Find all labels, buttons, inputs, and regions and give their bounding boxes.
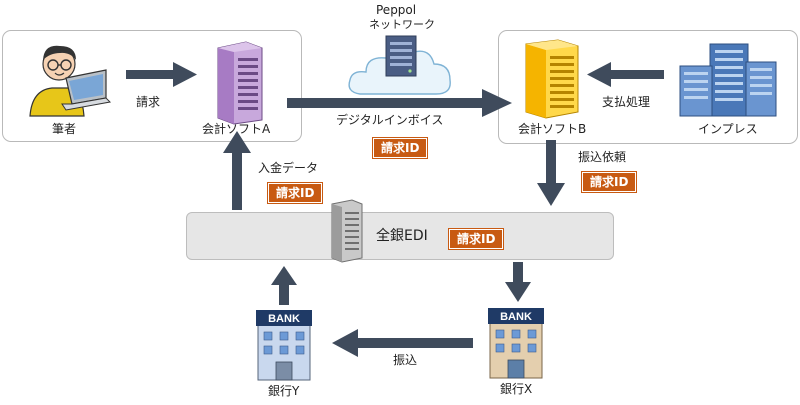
invoice-id-tag-edi: 請求ID xyxy=(447,228,505,250)
bank-y-sign: BANK xyxy=(268,313,300,325)
invoice-flow-label: 請求 xyxy=(136,95,161,109)
peppol-label: Peppol xyxy=(376,3,417,17)
digital-invoice-label: デジタルインボイス xyxy=(336,113,444,127)
bank-x-label: 銀行X xyxy=(500,382,533,396)
server-a-icon xyxy=(217,41,263,125)
bank-y-label: 銀行Y xyxy=(268,384,300,398)
soft-a-label: 会計ソフトA xyxy=(202,122,271,136)
invoice-id-tag-left: 請求ID xyxy=(266,182,324,204)
person-at-laptop-icon xyxy=(29,45,112,117)
invoice-id-tag-center: 請求ID xyxy=(371,137,429,159)
network-label: ネットワーク xyxy=(369,18,435,31)
edi-server-icon xyxy=(331,199,363,263)
arrow-digital-invoice xyxy=(287,89,512,117)
arrow-transfer xyxy=(332,329,473,357)
network-server-icon xyxy=(385,35,417,77)
invoice-id-tag-right: 請求ID xyxy=(580,171,638,193)
server-b-icon xyxy=(525,39,579,119)
impress-label: インプレス xyxy=(698,122,758,136)
arrow-bank-y-to-edi xyxy=(271,266,297,305)
arrow-invoice xyxy=(126,62,197,87)
bank-x-building-icon: BANK xyxy=(488,308,544,379)
bank-x-sign: BANK xyxy=(500,311,532,323)
transfer-label: 振込 xyxy=(393,353,418,367)
payment-process-label: 支払処理 xyxy=(602,95,651,109)
zengin-edi-label: 全銀EDI xyxy=(376,228,428,244)
zengin-edi-bar xyxy=(186,212,614,260)
writer-label: 筆者 xyxy=(52,122,77,136)
soft-b-label: 会計ソフトB xyxy=(518,122,587,136)
deposit-data-label: 入金データ xyxy=(258,161,319,175)
bank-y-building-icon: BANK xyxy=(256,310,312,381)
office-building-icon xyxy=(679,43,777,117)
arrow-edi-to-bank-x xyxy=(505,262,531,302)
arrow-transfer-request xyxy=(537,140,565,206)
arrow-deposit-data xyxy=(223,131,251,210)
arrow-payment-process xyxy=(587,62,664,87)
transfer-request-label: 振込依頼 xyxy=(578,150,627,164)
